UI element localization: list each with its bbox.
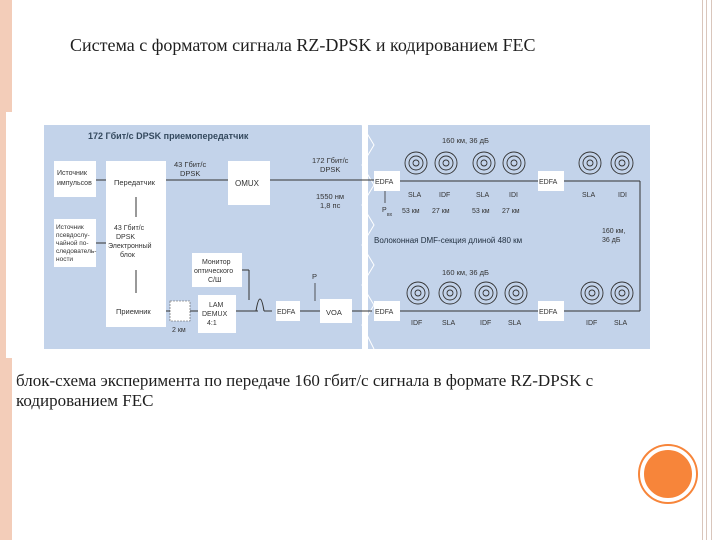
len-label-2: 27 км: [432, 208, 450, 215]
left-accent-bar: [0, 0, 6, 540]
fiber-2km-box: [169, 300, 191, 322]
sla-bottom-1: SLA: [442, 320, 456, 327]
fiber-spool-bottom-5: [580, 281, 604, 305]
sla-bottom-2: SLA: [508, 320, 522, 327]
fiber-spool-top-4: [502, 151, 526, 175]
edfa-top-label: EDFA: [375, 179, 394, 186]
fiber-2km-label: 2 км: [172, 327, 186, 334]
len-label-1: 53 км: [402, 208, 420, 215]
fiber-spool-bottom-1: [406, 281, 430, 305]
p-in-sub: вх: [387, 212, 393, 218]
prbs-source-box: [54, 219, 96, 267]
fiber-spool-top-1: [404, 151, 428, 175]
sla-top-3: SLA: [582, 192, 596, 199]
slide-title: Система с форматом сигнала RZ-DPSK и код…: [70, 35, 536, 55]
fiber-spool-top-6: [610, 151, 634, 175]
edfa-bottom-box: [374, 301, 400, 321]
fiber-spool-top-2: [434, 151, 458, 175]
left-accent-bar-bottom: [6, 358, 12, 540]
osnr-monitor-box: [192, 253, 242, 287]
len-label-4: 27 км: [502, 208, 520, 215]
spool-top-label: 160 км, 36 дБ: [442, 136, 489, 145]
spool-right-label: 160 км,36 дБ: [602, 228, 625, 244]
sla-top-1: SLA: [408, 192, 422, 199]
edfa-tx-box: [276, 301, 300, 321]
section-label: Волоконная DMF-секция длиной 480 км: [374, 236, 522, 245]
fiber-spool-bottom-2: [438, 281, 462, 305]
fiber-spool-bottom-6: [610, 281, 634, 305]
slide-caption: блок-схема эксперимента по передаче 160 …: [16, 371, 594, 410]
sla-bottom-3: SLA: [614, 320, 628, 327]
decorative-circle: [640, 446, 696, 502]
transceiver-title: 172 Гбит/с DPSK приемопередатчик: [88, 131, 249, 141]
right-decor-line: [711, 0, 712, 540]
idf-top-1: IDF: [439, 192, 450, 199]
edfa-top2-label: EDFA: [539, 179, 558, 186]
p-label: P: [312, 272, 317, 281]
edfa-bottom2-label: EDFA: [539, 309, 558, 316]
idf-bottom-2: IDF: [480, 320, 491, 327]
len-label-3: 53 км: [472, 208, 490, 215]
transmitter-column: [106, 161, 166, 327]
fiber-spool-top-5: [578, 151, 602, 175]
omux-label: OMUX: [235, 179, 260, 188]
receiver-label: Приемник: [116, 307, 151, 316]
block-diagram: 172 Гбит/с DPSK приемопередатчик Источни…: [44, 124, 650, 350]
edfa-bottom2-box: [538, 301, 564, 321]
idf-bottom-1: IDF: [411, 320, 422, 327]
voa-box: [320, 299, 352, 323]
idi-top-1: IDI: [509, 192, 518, 199]
edfa-top-box: [374, 171, 400, 191]
right-decor-line: [702, 0, 703, 540]
edfa-bottom-label: EDFA: [375, 309, 394, 316]
lam-demux-box: [198, 295, 236, 333]
idi-top-2: IDI: [618, 192, 627, 199]
fiber-spool-top-3: [472, 151, 496, 175]
idf-bottom-3: IDF: [586, 320, 597, 327]
fiber-spool-bottom-4: [504, 281, 528, 305]
left-accent-bar-top: [6, 0, 12, 112]
p-in-label: P: [382, 207, 387, 214]
spool-bottom-label: 160 км, 36 дБ: [442, 268, 489, 277]
omux-box: [228, 161, 270, 205]
edfa-tx-label: EDFA: [277, 309, 296, 316]
sla-top-2: SLA: [476, 192, 490, 199]
transmitter-label: Передатчик: [114, 178, 156, 187]
right-decor-line: [706, 0, 707, 540]
voa-label: VOA: [326, 308, 342, 317]
pulse-source-box: [54, 161, 96, 197]
fiber-spool-bottom-3: [474, 281, 498, 305]
edfa-top2-box: [538, 171, 564, 191]
